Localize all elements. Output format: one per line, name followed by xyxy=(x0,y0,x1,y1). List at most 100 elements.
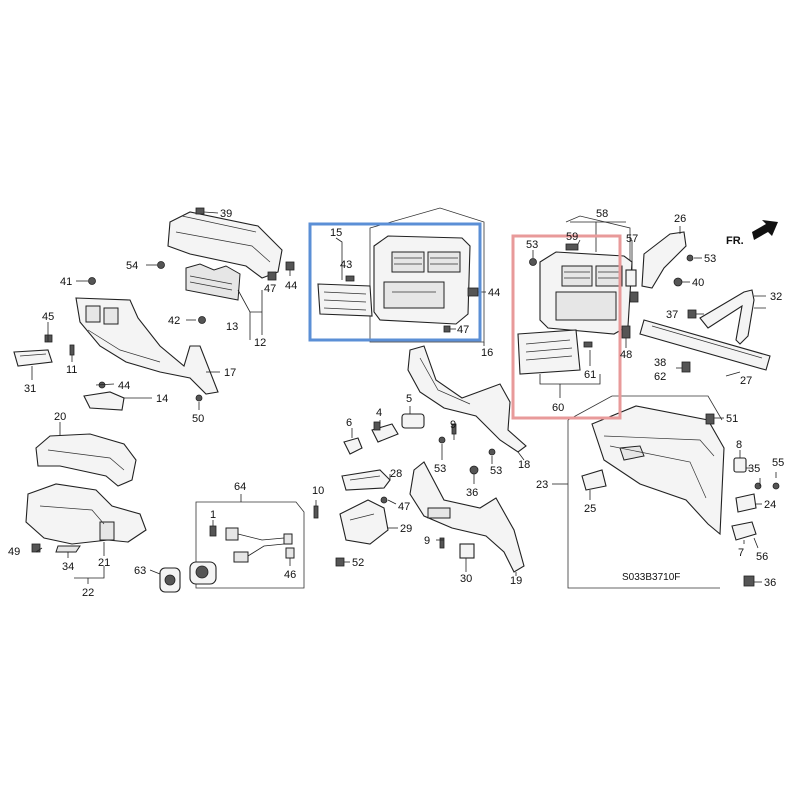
label-29: 29 xyxy=(400,523,412,535)
cover-30 xyxy=(459,543,475,559)
label-57: 57 xyxy=(626,233,638,245)
label-47a: 47 xyxy=(264,283,276,295)
stopper-7 xyxy=(731,521,757,541)
screw-51 xyxy=(705,413,715,425)
bracket-26 xyxy=(641,231,687,289)
label-42: 42 xyxy=(168,315,180,327)
label-47b: 47 xyxy=(457,324,469,336)
label-44c: 44 xyxy=(488,287,500,299)
label-45: 45 xyxy=(42,311,54,323)
label-9a: 9 xyxy=(450,419,456,431)
label-25: 25 xyxy=(584,503,596,515)
label-21: 21 xyxy=(98,557,110,569)
label-4: 4 xyxy=(376,407,382,419)
label-11: 11 xyxy=(66,364,77,376)
label-6: 6 xyxy=(346,417,352,429)
label-34: 34 xyxy=(62,561,74,573)
label-1: 1 xyxy=(210,509,216,521)
dashboard-lower-cover-part xyxy=(75,297,219,395)
label-48: 48 xyxy=(620,349,632,361)
label-24: 24 xyxy=(764,499,776,511)
console-panel-19 xyxy=(409,461,525,573)
label-54: 54 xyxy=(126,260,138,272)
screw-9b xyxy=(439,537,445,549)
front-label: FR. xyxy=(726,235,744,247)
label-52: 52 xyxy=(352,557,364,569)
label-39: 39 xyxy=(220,208,232,220)
damper-8 xyxy=(733,457,747,473)
lighter-4 xyxy=(371,421,399,443)
label-32: 32 xyxy=(770,291,782,303)
clip-47c xyxy=(380,496,388,504)
clip-40 xyxy=(673,277,683,287)
label-23: 23 xyxy=(536,479,548,491)
switch-31 xyxy=(13,349,53,367)
label-20: 20 xyxy=(54,411,66,423)
clip-53c xyxy=(529,258,537,266)
label-40: 40 xyxy=(692,277,704,289)
clip-43 xyxy=(345,275,355,282)
label-30: 30 xyxy=(460,573,472,585)
label-64: 64 xyxy=(234,481,246,493)
clip-57b xyxy=(629,291,639,303)
label-7: 7 xyxy=(738,547,744,559)
stopper-24 xyxy=(735,493,757,513)
label-14: 14 xyxy=(156,393,168,405)
label-12: 12 xyxy=(254,337,266,349)
ashtray-28 xyxy=(341,469,391,491)
clip-53d xyxy=(686,254,694,262)
bolt-54 xyxy=(157,261,165,269)
label-43: 43 xyxy=(340,259,352,271)
label-5: 5 xyxy=(406,393,412,405)
label-8: 8 xyxy=(736,439,742,451)
label-26: 26 xyxy=(674,213,686,225)
screw-52 xyxy=(335,557,345,567)
cigar-socket-63 xyxy=(159,561,217,593)
screw-10 xyxy=(313,505,319,519)
label-50: 50 xyxy=(192,413,204,425)
callout-labels: 39 54 41 47 44 45 42 13 12 11 31 17 44 1… xyxy=(8,208,784,599)
clip-47a xyxy=(267,271,277,281)
label-15: 15 xyxy=(330,227,342,239)
label-38: 38 xyxy=(654,357,666,369)
center-panel-right-part xyxy=(539,215,633,335)
label-44b: 44 xyxy=(118,380,130,392)
latch-25 xyxy=(581,469,607,491)
label-55: 55 xyxy=(772,457,784,469)
label-46: 46 xyxy=(284,569,296,581)
label-19: 19 xyxy=(510,575,522,587)
clip-48 xyxy=(621,325,631,339)
label-28: 28 xyxy=(390,468,402,480)
label-60: 60 xyxy=(552,402,564,414)
label-17: 17 xyxy=(224,367,236,379)
screw-1 xyxy=(209,525,217,537)
label-18: 18 xyxy=(518,459,530,471)
label-36a: 36 xyxy=(466,487,478,499)
column-cover-upper-part xyxy=(35,433,137,487)
socket-6 xyxy=(343,437,363,455)
label-44a: 44 xyxy=(285,280,297,292)
label-16: 16 xyxy=(481,347,493,359)
clip-59 xyxy=(565,243,579,251)
clip-45 xyxy=(44,334,53,343)
screw-38-62 xyxy=(681,361,691,373)
pad-34 xyxy=(55,545,81,553)
label-9b: 9 xyxy=(424,535,430,547)
label-62: 62 xyxy=(654,371,666,383)
vent-61 xyxy=(517,329,593,375)
label-61: 61 xyxy=(584,369,596,381)
bracket-29 xyxy=(339,499,389,545)
clip-50 xyxy=(195,394,203,402)
label-53a: 53 xyxy=(434,463,446,475)
diagram-code: S033B3710F xyxy=(622,572,680,583)
bar-32 xyxy=(699,289,755,345)
leader-lines xyxy=(31,211,777,584)
clip-53b xyxy=(488,448,496,456)
screw-49 xyxy=(31,543,41,553)
label-22: 22 xyxy=(82,587,94,599)
label-53c: 53 xyxy=(526,239,538,251)
clip-44b xyxy=(467,287,479,297)
screw-36b xyxy=(743,575,755,587)
